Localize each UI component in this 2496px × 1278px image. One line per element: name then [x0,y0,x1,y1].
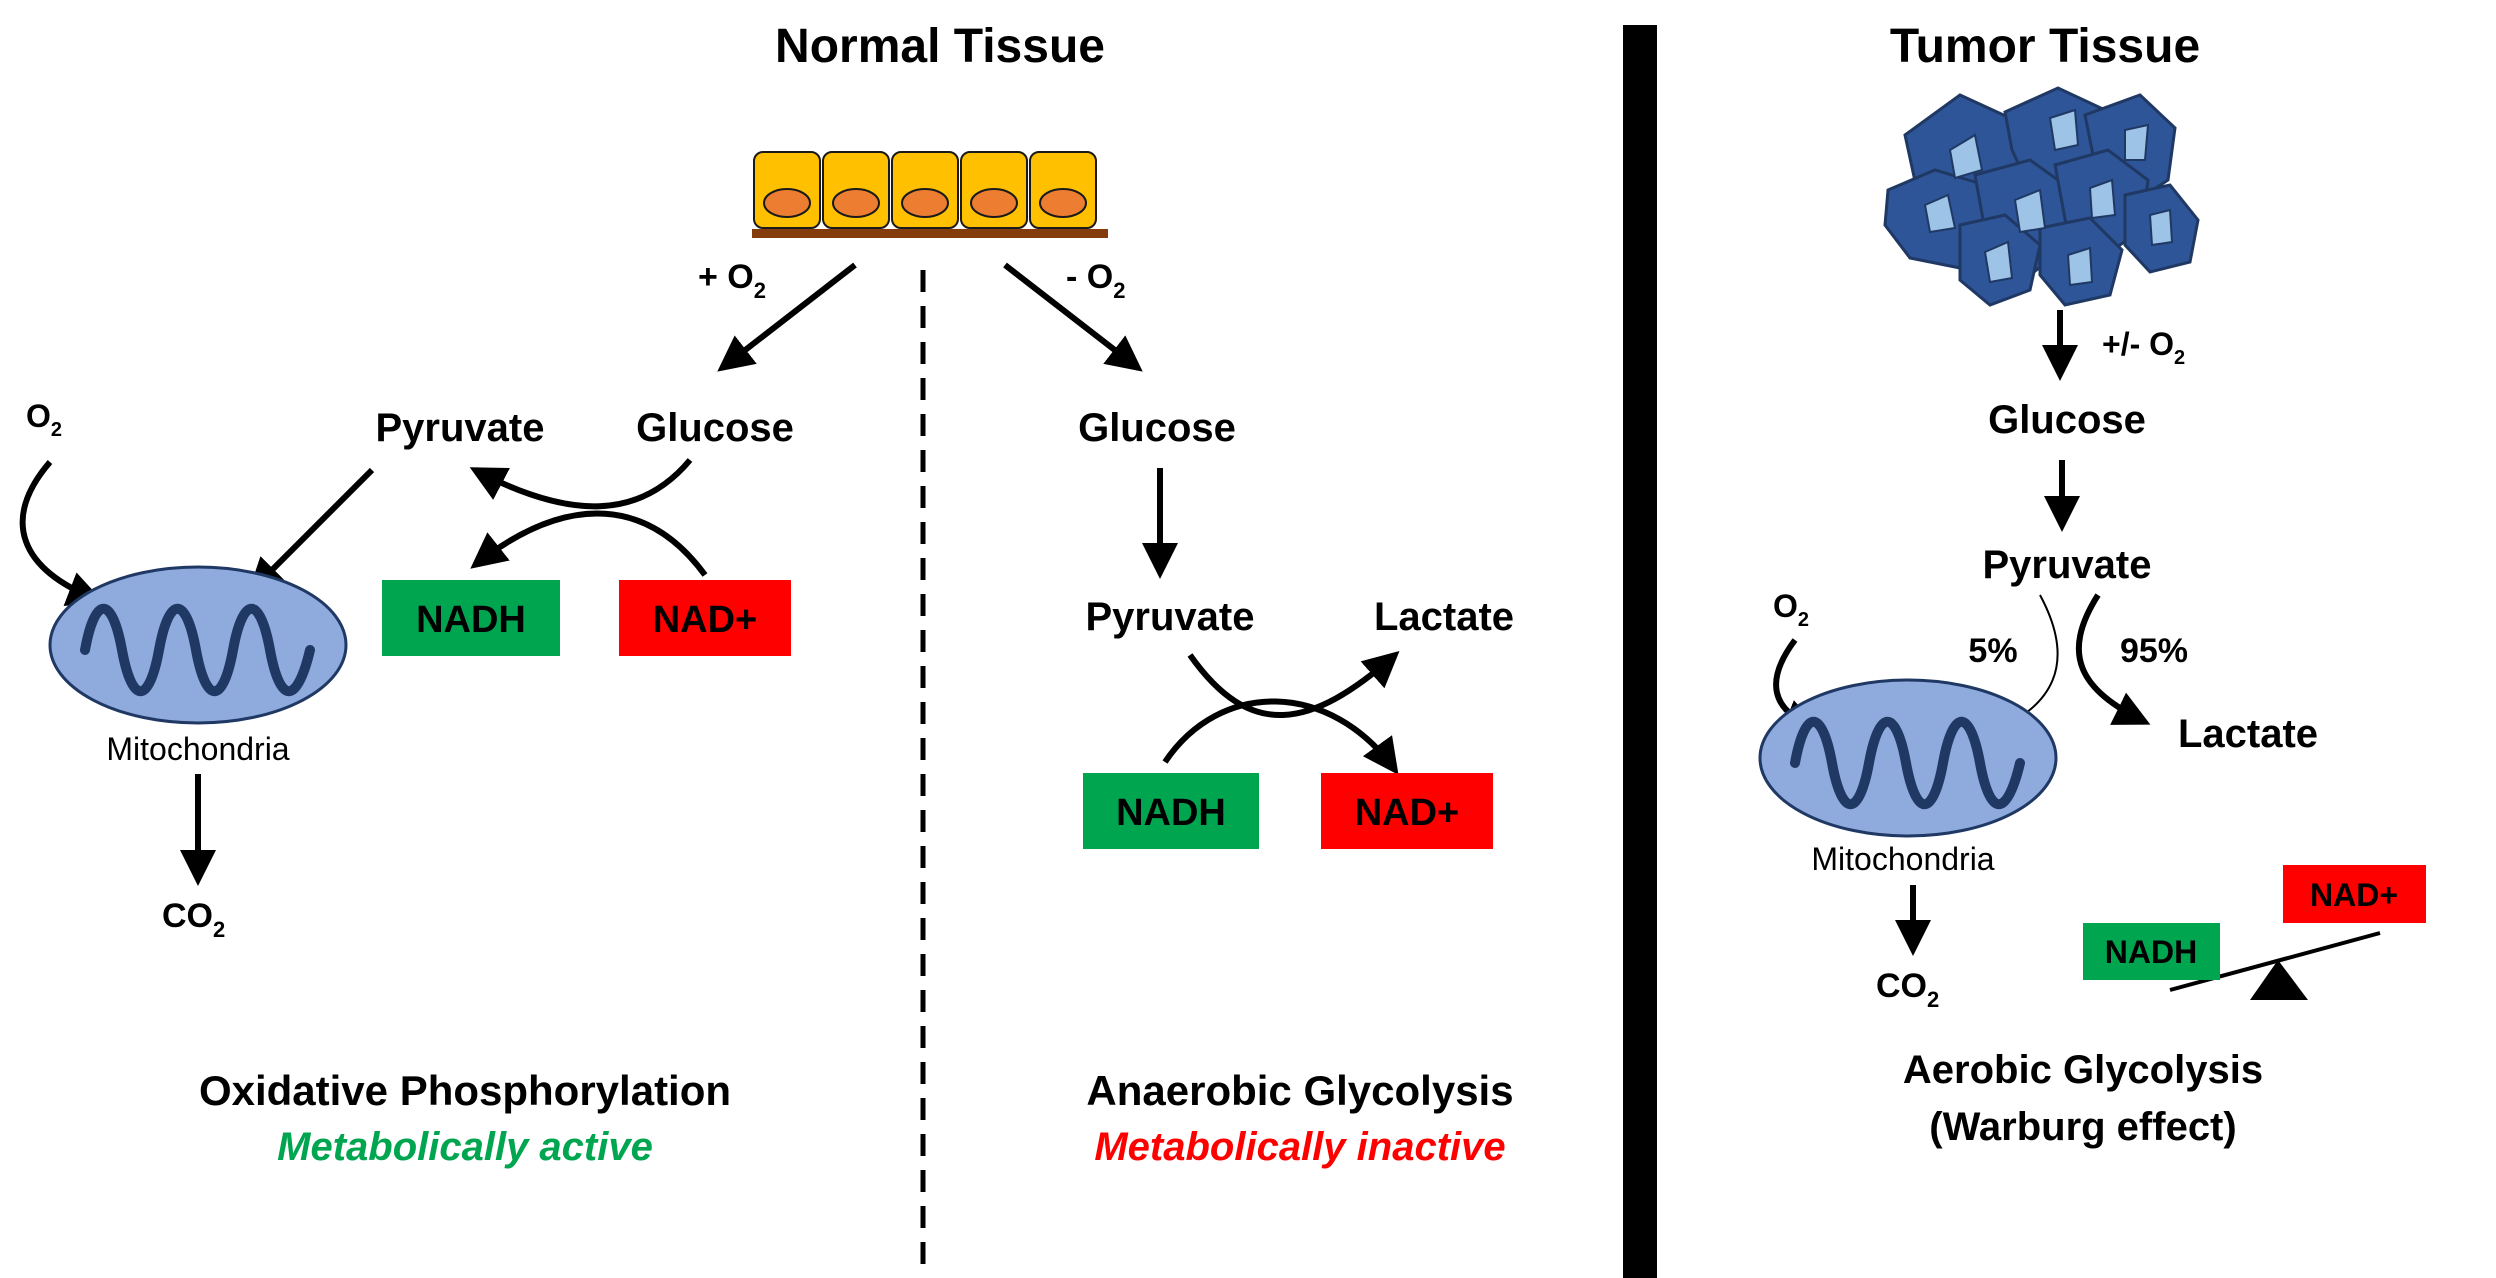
tumor-mitochondria-label: Mitochondria [1811,841,1994,877]
tumor-lactate-label: Lactate [2178,712,2318,756]
an-glucose-label: Glucose [1078,406,1236,450]
with-o2-label: + O2 [698,258,766,303]
ox-mitochondria-label: Mitochondria [106,731,289,767]
arrow-nad-to-nadh [470,510,708,577]
tumor-cells-icon [1883,86,2200,307]
ox-o2-label: O2 [26,398,62,441]
ox-nadh-box [382,580,560,656]
an-pyruvate-label: Pyruvate [1086,595,1255,639]
ox-mitochondria-icon [48,565,348,725]
ox-nad-box [619,580,791,656]
tumor-pathway-title: Aerobic Glycolysis [1903,1048,2263,1092]
tumor-mitochondria-icon [1758,678,2058,838]
section-divider [1623,25,1657,1278]
ox-glucose-label: Glucose [636,406,794,450]
arrow-to-anaerobic [1003,262,1143,372]
ox-pyruvate-label: Pyruvate [376,406,545,450]
arrow-pyruvate-to-lactate [1187,651,1400,719]
tumor-o2-label: O2 [1773,588,1809,631]
tumor-nad-box [2283,865,2426,923]
ox-nadh-label: NADH [416,599,526,641]
nad-nadh-balance [2169,931,2381,1000]
tumor-pyruvate-label: Pyruvate [1983,543,2152,587]
ox-co2-label: CO2 [162,897,225,942]
normal-tissue-title: Normal Tissue [775,20,1105,73]
tumor-nad-label: NAD+ [2310,877,2398,913]
normal-epithelial-cells [752,151,1108,238]
ox-nad-label: NAD+ [653,599,758,641]
arrow-glucose-to-pyruvate [469,458,693,510]
arrow-o2-to-mito [19,460,104,607]
pct-mito-label: 5% [1968,632,2017,670]
tumor-nadh-box [2083,923,2220,980]
an-nad-label: NAD+ [1355,792,1460,834]
arrow-pyruvate-to-lactate-thick [2075,593,2151,725]
tumor-co2-label: CO2 [1876,967,1939,1012]
ox-status: Metabolically active [277,1125,653,1169]
tumor-glucose-label: Glucose [1988,398,2146,442]
without-o2-label: - O2 [1066,258,1125,303]
an-lactate-label: Lactate [1374,595,1514,639]
tumor-pathway-subtitle: (Warburg effect) [1929,1105,2236,1149]
arrow-pyruvate-to-mito [247,467,375,595]
an-nadh-box [1083,773,1259,849]
an-nad-box [1321,773,1493,849]
arrow-nadh-to-nad [1162,698,1399,775]
an-nadh-label: NADH [1116,792,1226,834]
tumor-tissue-title: Tumor Tissue [1890,20,2200,73]
tumor-o2-condition-label: +/- O2 [2102,326,2185,369]
pct-lactate-label: 95% [2120,632,2188,670]
ox-pathway-title: Oxidative Phosphorylation [199,1067,731,1114]
an-status: Metabolically inactive [1094,1125,1505,1169]
tumor-nadh-label: NADH [2105,934,2197,970]
arrow-to-oxidative [717,262,857,372]
an-pathway-title: Anaerobic Glycolysis [1086,1067,1513,1114]
